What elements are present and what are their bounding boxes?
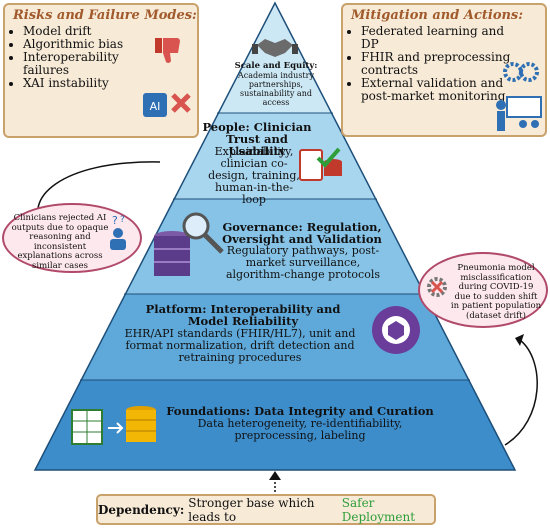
- layer-governance-body: Regulatory pathways, post-market surveil…: [225, 244, 381, 281]
- database-search-icon: [154, 212, 224, 276]
- svg-text:?: ?: [120, 215, 125, 225]
- gear-error-icon: [427, 277, 447, 297]
- layer-foundations-body: Data heterogeneity, re-identifiability, …: [197, 417, 403, 442]
- layer-platform-body: EHR/API standards (FHIR/HL7), unit and f…: [124, 327, 356, 364]
- confused-person-icon: ? ?: [110, 214, 126, 250]
- footer-text: Stronger base which leads to: [188, 495, 315, 524]
- risks-list: Model drift Algorithmic bias Interoperab…: [5, 25, 133, 90]
- left-callout-bubble: [2, 203, 142, 273]
- dependency-footer: Dependency: Stronger base which leads to…: [96, 494, 436, 525]
- risk-item: Algorithmic bias: [23, 38, 133, 51]
- layer-people-body: Explainability, clinician co-design, tra…: [208, 145, 300, 206]
- risks-box: Risks and Failure Modes: Model drift Alg…: [3, 3, 199, 138]
- mitigation-item: Federated learning and DP: [361, 25, 511, 51]
- right-callout-text: Pneumonia model misclassification during…: [450, 263, 542, 321]
- risk-item: XAI instability: [23, 77, 133, 90]
- risk-item: Interoperability failures: [23, 51, 133, 77]
- clipboard-check-icon: [299, 147, 342, 181]
- footer-highlight: Safer Deployment: [341, 495, 416, 524]
- mitigation-list: Federated learning and DP FHIR and prepr…: [343, 25, 511, 103]
- mitigation-item: FHIR and preprocessing contracts: [361, 51, 511, 77]
- footer-label: Dependency:: [98, 502, 185, 517]
- layer-foundations-title: Foundations: Data Integrity and Curation: [166, 404, 434, 418]
- gears-icon: [503, 62, 539, 82]
- handshake-icon: [252, 39, 298, 57]
- ai-chip-icon: AI: [143, 93, 191, 117]
- left-callout-text: Clinicians rejected AI outputs due to op…: [11, 213, 109, 271]
- mitigation-item: External validation and post-market moni…: [361, 77, 511, 103]
- up-arrow-icon: [269, 471, 281, 492]
- band-foundations: [35, 380, 515, 470]
- data-transfer-icon: [71, 406, 156, 445]
- gear-cube-icon: [372, 306, 420, 354]
- risks-title: Risks and Failure Modes:: [13, 8, 197, 23]
- layer-top-body: Academia industry partnerships, sustaina…: [238, 71, 314, 107]
- layer-governance-title: Governance: Regulation, Oversight and Va…: [222, 220, 382, 246]
- right-callout-arrow: [504, 339, 538, 446]
- layer-platform-title: Platform: Interoperability and Model Rel…: [145, 302, 341, 328]
- presenter-icon: [496, 96, 542, 131]
- risk-item: Model drift: [23, 25, 133, 38]
- ai-chip-label: AI: [150, 100, 161, 113]
- layer-top-title: Scale and Equity:: [234, 61, 318, 71]
- thumbs-down-icon: [155, 38, 180, 63]
- svg-text:?: ?: [112, 214, 118, 227]
- layer-people-title: People: Clinician Trust and Usability: [202, 120, 312, 158]
- mitigation-title: Mitigation and Actions:: [351, 8, 524, 23]
- mitigation-box: Mitigation and Actions: Federated learni…: [341, 3, 547, 137]
